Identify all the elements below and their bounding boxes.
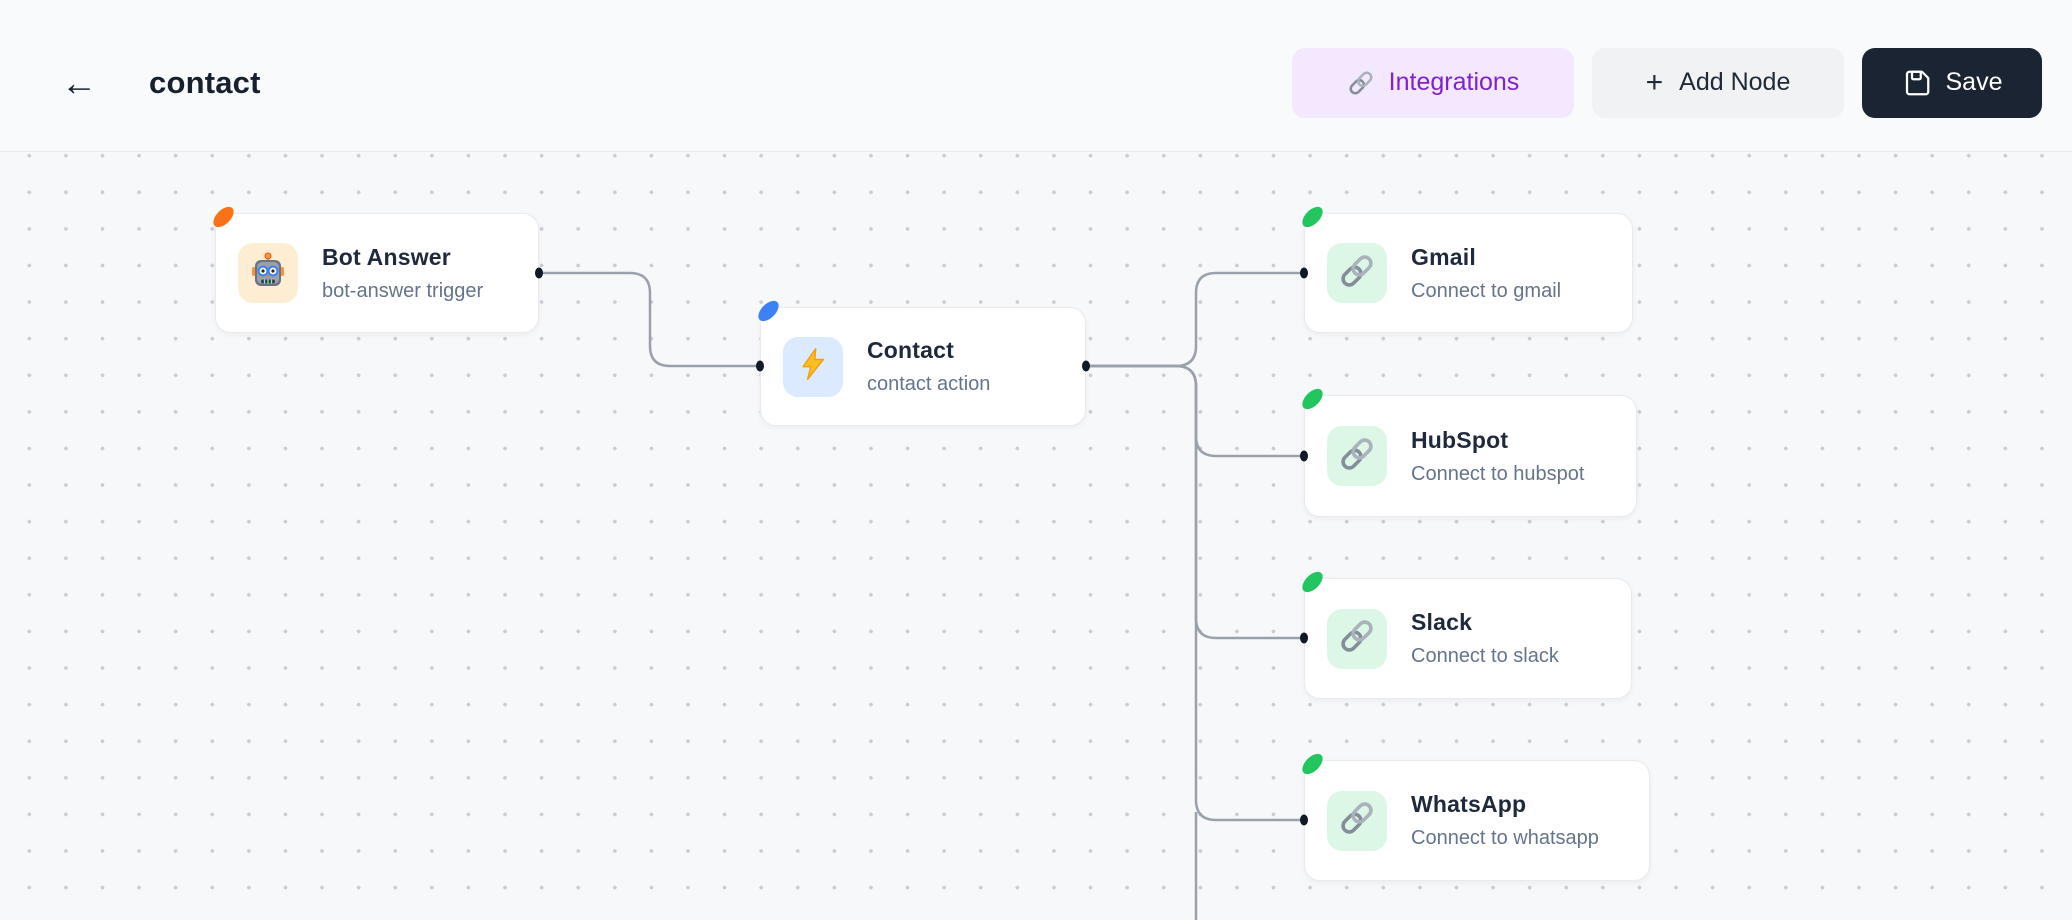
edge-layer (539, 271, 1302, 920)
chain-link-icon (1338, 799, 1376, 842)
node-subtitle: Connect to hubspot (1411, 462, 1585, 485)
floppy-disk-icon (1902, 68, 1932, 98)
node-text: Contact contact action (867, 337, 990, 396)
edge-contact-to-whatsapp[interactable] (1088, 364, 1302, 822)
node-text: Bot Answer bot-answer trigger (322, 244, 483, 303)
node-text: Slack Connect to slack (1411, 609, 1559, 668)
node-title: WhatsApp (1411, 791, 1527, 817)
flow-canvas[interactable]: Bot Answer bot-answer trigger Contact co… (0, 152, 2072, 920)
node-icon-box (1327, 790, 1387, 851)
integrations-button[interactable]: Integrations (1292, 47, 1574, 118)
node-title: Bot Answer (322, 243, 451, 270)
header-actions: Integrations + Add Node Save (1292, 47, 2042, 118)
save-button-label: Save (1945, 68, 2003, 96)
handle-hubspot-input[interactable] (1300, 450, 1308, 462)
node-gmail[interactable]: Gmail Connect to gmail (1298, 203, 1633, 333)
node-subtitle: bot-answer trigger (322, 279, 484, 302)
node-icon-box (783, 336, 843, 397)
plus-icon: + (1645, 65, 1664, 99)
edge-bot-answer-to-contact[interactable] (539, 271, 758, 368)
edge-contact-to-gmail[interactable] (1088, 271, 1302, 368)
node-subtitle: contact action (867, 373, 991, 395)
node-icon-box (1327, 243, 1387, 303)
lightning-icon (795, 346, 831, 387)
node-hubspot[interactable]: HubSpot Connect to hubspot (1298, 385, 1637, 517)
chain-link-icon (1338, 617, 1376, 660)
node-title: Slack (1411, 609, 1473, 635)
node-slack[interactable]: Slack Connect to slack (1298, 568, 1632, 699)
add-node-button-label: Add Node (1679, 68, 1791, 96)
handle-slack-input[interactable] (1300, 632, 1308, 644)
chain-link-icon (1347, 69, 1375, 97)
chain-link-icon (1338, 252, 1376, 295)
add-node-button[interactable]: + Add Node (1592, 47, 1844, 118)
handle-bot-answer-output[interactable] (535, 267, 543, 279)
node-text: HubSpot Connect to hubspot (1411, 427, 1584, 486)
node-icon-box (238, 243, 298, 303)
node-icon-box (1327, 426, 1387, 486)
handle-gmail-input[interactable] (1300, 267, 1308, 279)
node-title: Contact (867, 337, 955, 363)
handle-whatsapp-input[interactable] (1300, 814, 1308, 826)
back-button[interactable]: ← (55, 59, 103, 107)
integrations-button-label: Integrations (1388, 68, 1520, 96)
node-subtitle: Connect to slack (1411, 645, 1559, 667)
page-title: contact (149, 64, 261, 100)
node-title: Gmail (1411, 243, 1476, 270)
node-title: HubSpot (1411, 426, 1509, 453)
save-button[interactable]: Save (1862, 47, 2042, 118)
handle-contact-input[interactable] (756, 360, 764, 372)
node-subtitle: Connect to gmail (1411, 279, 1562, 302)
node-text: WhatsApp Connect to whatsapp (1411, 791, 1599, 850)
robot-icon (248, 251, 288, 296)
chain-link-icon (1338, 435, 1376, 478)
node-bot-answer[interactable]: Bot Answer bot-answer trigger (209, 203, 539, 333)
node-text: Gmail Connect to gmail (1411, 244, 1561, 303)
node-icon-box (1327, 608, 1387, 669)
node-whatsapp[interactable]: WhatsApp Connect to whatsapp (1298, 750, 1650, 881)
back-arrow-icon: ← (61, 61, 97, 103)
node-contact[interactable]: Contact contact action (754, 297, 1086, 426)
header: ← contact Integrations + Add Node (0, 0, 2072, 152)
node-subtitle: Connect to whatsapp (1411, 827, 1599, 849)
handle-contact-output[interactable] (1082, 360, 1090, 372)
